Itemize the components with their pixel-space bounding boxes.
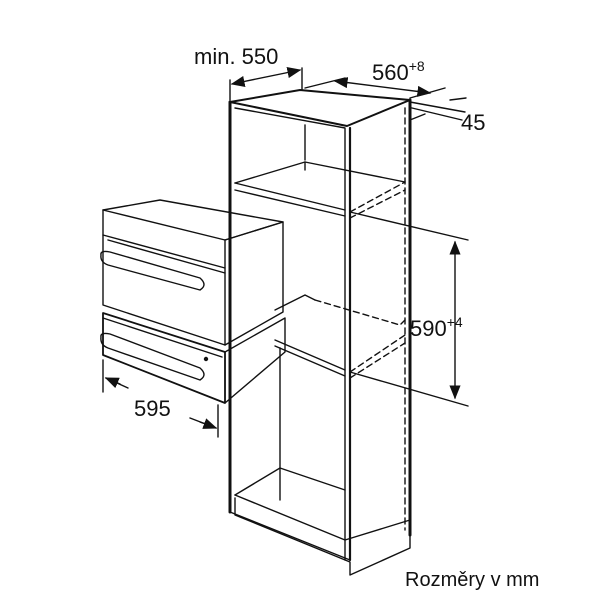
niche-width-label: 560+8 xyxy=(372,59,425,85)
niche-height-label: 590+4 xyxy=(410,315,463,341)
niche-width-value: 560 xyxy=(372,60,409,85)
tall-cabinet xyxy=(228,89,412,576)
drawer-handle xyxy=(100,332,205,381)
warming-drawer xyxy=(100,312,286,404)
niche-height-value: 590 xyxy=(410,316,447,341)
oven-handle xyxy=(100,250,205,291)
depth-min-label: min. 550 xyxy=(194,44,279,69)
niche-height-tolerance: +4 xyxy=(446,314,463,330)
niche-width-tolerance: +8 xyxy=(408,58,425,74)
units-caption: Rozměry v mm xyxy=(405,569,540,591)
dimension-lines xyxy=(102,67,469,438)
vent-gap-label: 45 xyxy=(461,110,486,135)
appliance-width-label: 595 xyxy=(134,396,171,421)
oven-appliance xyxy=(100,199,284,346)
